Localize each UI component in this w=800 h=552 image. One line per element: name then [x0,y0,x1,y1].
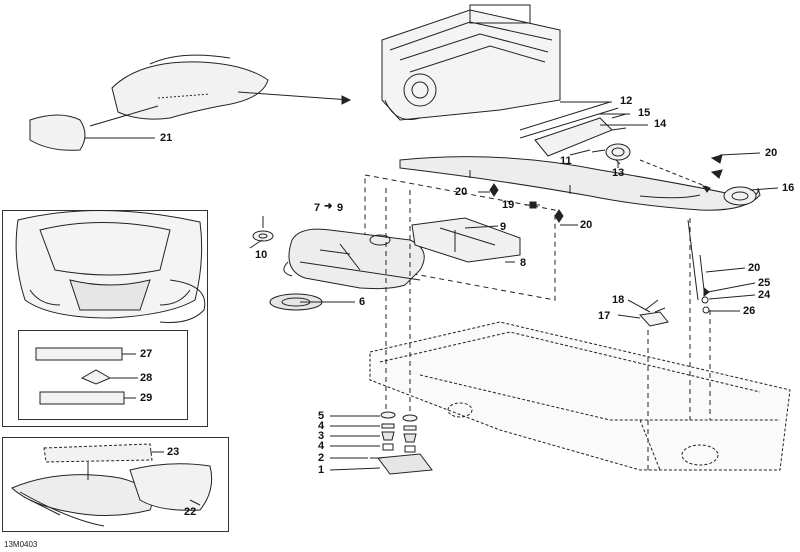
callout-2: 2 [318,452,325,464]
callout-11: 11 [560,155,572,167]
callout-9: 9 [500,221,507,233]
muffler-part [288,228,425,290]
callout-26: 26 [743,305,756,317]
hood-part [15,210,203,319]
callout-25: 25 [758,277,771,289]
callout-21: 21 [160,132,173,144]
callout-24: 24 [758,289,771,301]
callout-22: 22 [184,506,197,518]
callout-27: 27 [140,348,153,360]
decal-29-part [39,391,125,405]
callout-23: 23 [167,446,180,458]
callout-16: 16 [782,182,795,194]
callout-6: 6 [359,296,366,308]
callout-10: 10 [255,249,268,261]
callout-13: 13 [612,167,625,179]
callout-7-target: 9 [337,202,344,214]
tuned-pipe-part [399,156,761,211]
callout-29: 29 [140,392,153,404]
skid-plate-part [43,443,153,463]
callout-12: 12 [620,95,633,107]
callout-3: 3 [318,430,325,442]
callout-20-muffler: 20 [455,186,468,198]
side-panel-part [129,463,213,511]
figure-code: 13M0403 [4,540,38,549]
decal-27-part [35,347,123,361]
belly-pan-part [11,474,153,517]
heat-shield-part [411,217,521,263]
belly-pan-inset-frame [2,437,229,532]
callout-14: 14 [654,118,667,130]
callout-7-arrow: ➜ [324,201,333,212]
cover-gasket-part [29,114,86,151]
engine-part [381,9,561,121]
callout-19: 19 [502,199,515,211]
callout-8: 8 [520,257,527,269]
grommet-part [252,230,274,242]
callout-5: 5 [318,410,325,422]
engine-mount-part [377,453,433,475]
callout-1: 1 [318,464,325,476]
callout-7: 7 [314,202,321,214]
callout-4-lower: 4 [318,440,325,452]
support-bracket-part [639,311,669,327]
decal-inset-frame [18,330,188,420]
callout-18: 18 [612,294,625,306]
exhaust-ring-part [605,143,631,161]
callout-15: 15 [638,107,651,119]
spring-clip-part [489,183,499,197]
callout-20-right: 20 [748,262,761,274]
callout-28: 28 [140,372,153,384]
engine-cover-part [111,61,269,120]
callout-17: 17 [598,310,611,322]
chassis-part [369,321,791,471]
callout-4-upper: 4 [318,420,325,432]
callout-20-mid: 20 [580,219,593,231]
decal-28-part [80,369,112,385]
callout-20-top: 20 [765,147,778,159]
